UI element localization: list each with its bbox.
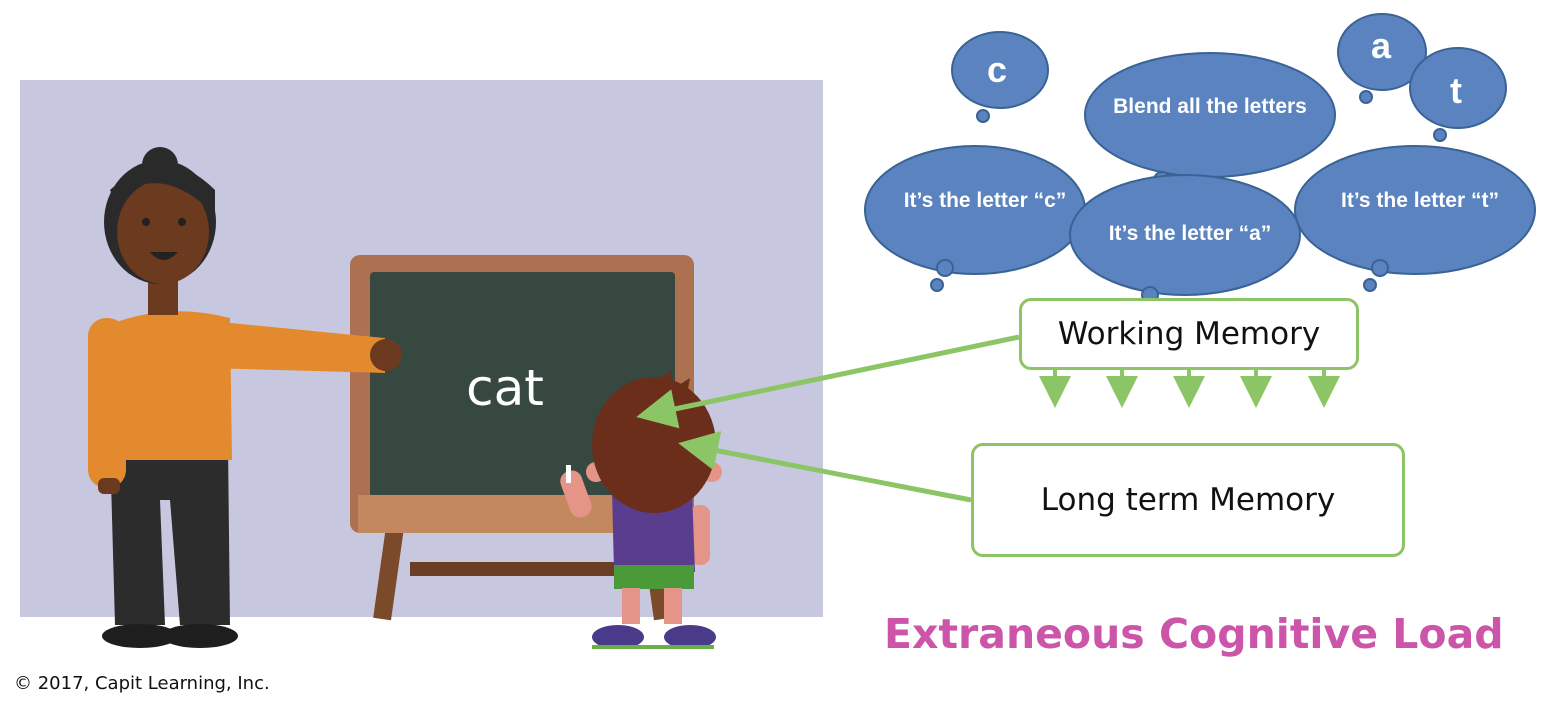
slide-title: Extraneous Cognitive Load — [884, 610, 1504, 658]
thought-letter-t: It’s the letter “t” — [1341, 189, 1499, 212]
arrow-working-memory-to-head — [636, 334, 1020, 429]
arrow-long-term-memory-to-head — [678, 431, 972, 503]
thought-bubble-letter-a: It’s the letter “a” — [1069, 174, 1301, 304]
thought-letter-a: It’s the letter “a” — [1109, 222, 1272, 245]
thought-bubble-t: t — [1409, 47, 1507, 142]
thought-c: c — [987, 49, 1007, 90]
thought-letter-c: It’s the letter “c” — [904, 189, 1067, 212]
thought-bubble-a: a — [1337, 13, 1427, 104]
thought-bubble-blend: Blend all the letters — [1084, 52, 1336, 189]
thought-bubble-letter-c: It’s the letter “c” — [864, 145, 1086, 292]
working-memory-box: Working Memory — [1019, 298, 1359, 370]
thought-bubble-c: c — [951, 31, 1049, 123]
thought-bubble-letter-t: It’s the letter “t” — [1294, 145, 1536, 292]
long-term-memory-label: Long term Memory — [1040, 482, 1336, 518]
thought-t: t — [1450, 70, 1462, 111]
thought-blend: Blend all the letters — [1113, 95, 1307, 118]
chalkboard-word: cat — [466, 359, 544, 417]
boy-figure — [560, 370, 722, 649]
long-term-memory-box: Long term Memory — [971, 443, 1405, 557]
teacher-figure — [88, 147, 402, 648]
memory-arrows — [636, 334, 1340, 503]
working-memory-label: Working Memory — [1057, 316, 1321, 352]
copyright-notice: © 2017, Capit Learning, Inc. — [14, 673, 270, 694]
thought-bubbles: It’s the letter “c” It’s the letter “t” … — [864, 13, 1536, 304]
thought-a: a — [1371, 25, 1392, 66]
